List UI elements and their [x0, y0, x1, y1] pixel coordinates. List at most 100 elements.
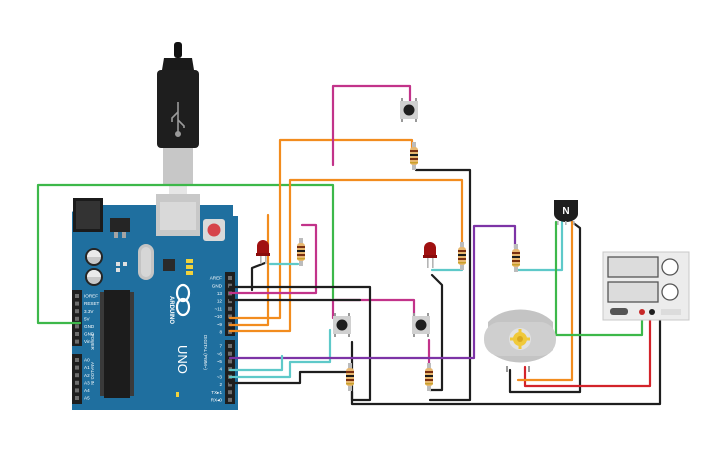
push-button-1[interactable]: [400, 98, 418, 122]
header-pin[interactable]: [228, 344, 232, 348]
wire-orange-1: [228, 138, 414, 320]
pin-label: TX▸1: [211, 390, 222, 395]
wire-cyan-5: [228, 354, 284, 372]
pin-label: RESET: [84, 301, 100, 306]
resistor-5[interactable]: [346, 363, 354, 391]
wire-green-2: [554, 220, 644, 337]
wire-red-1: [523, 310, 652, 388]
header-pin[interactable]: [228, 397, 232, 402]
header-pin[interactable]: [75, 309, 79, 314]
voltage-knob[interactable]: [661, 258, 679, 276]
header-pin[interactable]: [228, 390, 232, 395]
pin-label: 12: [217, 299, 223, 304]
digital-header-label: DIGITAL (PWM~): [203, 335, 208, 370]
resistor-1[interactable]: [297, 238, 305, 266]
power-switch[interactable]: [610, 308, 628, 315]
header-pin[interactable]: [228, 359, 232, 364]
header-pin[interactable]: [228, 351, 232, 356]
analog-header[interactable]: [72, 354, 82, 404]
pin-label: 7: [219, 344, 222, 349]
pin-label: AREF: [210, 276, 222, 281]
dc-motor[interactable]: [484, 309, 556, 372]
pin-label: GND: [84, 324, 95, 329]
header-pin[interactable]: [228, 276, 232, 280]
header-pin[interactable]: [75, 316, 79, 321]
wire-orange-4: [516, 220, 574, 382]
led-1[interactable]: [256, 240, 270, 264]
resistor-3[interactable]: [458, 242, 466, 270]
capacitor-2: [85, 268, 103, 286]
wire-cyan-1: [228, 328, 332, 379]
current-knob[interactable]: [661, 283, 679, 301]
pin-label: A4: [84, 388, 90, 393]
pin-label: A1: [84, 365, 90, 370]
pin-label: A0: [84, 358, 90, 363]
power-header-label: POWER: [90, 334, 95, 350]
header-pin[interactable]: [75, 380, 79, 385]
pin-label: GND: [84, 332, 95, 337]
pin-label: ~11: [215, 306, 223, 311]
header-pin[interactable]: [75, 396, 79, 400]
header-pin[interactable]: [75, 332, 79, 336]
motor-gear-icon: [510, 329, 530, 349]
pin-label: GND: [212, 283, 223, 288]
wire-magenta-1: [228, 223, 318, 295]
header-pin[interactable]: [75, 365, 79, 370]
wire-gnd-6: [350, 318, 662, 406]
header-pin[interactable]: [75, 294, 79, 298]
header-pin[interactable]: [75, 373, 79, 378]
wire-orange-2: [228, 178, 464, 333]
analog-header-label: ANALOG IN: [90, 362, 95, 385]
current-display: [607, 281, 659, 303]
digital-header-bottom[interactable]: [225, 340, 235, 404]
pin-label: 13: [217, 291, 223, 296]
arduino-board[interactable]: ARDUINO UNO DIGITAL (PWM~) POWER ANALOG …: [72, 194, 238, 410]
wire-gnd-4: [428, 273, 444, 392]
header-pin[interactable]: [75, 324, 79, 329]
led-2[interactable]: [423, 242, 437, 268]
board-name: UNO: [175, 345, 190, 374]
header-pin[interactable]: [75, 339, 79, 344]
voltage-display: [607, 256, 659, 278]
header-pin[interactable]: [228, 283, 232, 288]
wire-cyan-3: [430, 263, 464, 272]
header-pin[interactable]: [75, 301, 79, 306]
npn-transistor[interactable]: N: [554, 200, 578, 225]
wire-gnd-8: [228, 370, 352, 385]
positive-terminal[interactable]: [639, 309, 645, 315]
resistor-6[interactable]: [425, 363, 433, 391]
wire-magenta-3: [331, 298, 416, 322]
digital-header-top[interactable]: [225, 272, 235, 336]
pin-label: ~3: [217, 374, 223, 379]
header-pin[interactable]: [228, 382, 232, 387]
transistor-label: N: [562, 206, 569, 217]
wire-purple-1: [228, 224, 517, 360]
pin-label: 3.3V: [84, 309, 94, 314]
pin-label: ~9: [217, 322, 223, 327]
wire-magenta-2: [331, 84, 412, 167]
pin-label: ~10: [214, 314, 222, 319]
arduino-logo: [175, 283, 191, 317]
push-button-2[interactable]: [333, 313, 351, 337]
power-supply[interactable]: [602, 251, 690, 321]
pin-label: 4: [219, 367, 222, 372]
atmega-chip: [104, 290, 130, 398]
board-brand: ARDUINO: [168, 296, 174, 324]
resistor-4[interactable]: [512, 244, 520, 272]
pin-label: 5V: [84, 316, 91, 321]
wire-gnd-2: [414, 168, 472, 402]
negative-terminal[interactable]: [649, 309, 655, 315]
header-pin[interactable]: [75, 358, 79, 362]
push-button-3[interactable]: [412, 313, 430, 337]
usb-icon: [171, 102, 185, 138]
header-pin[interactable]: [228, 314, 232, 319]
pin-label: 8: [219, 330, 222, 335]
pin-label: ~6: [217, 351, 223, 356]
wire-gnd-5: [250, 261, 267, 292]
header-pin[interactable]: [228, 306, 232, 311]
usb-cable: [157, 42, 199, 194]
resistor-2[interactable]: [410, 142, 418, 170]
pin-label: ~5: [217, 359, 223, 364]
header-pin[interactable]: [75, 388, 79, 393]
